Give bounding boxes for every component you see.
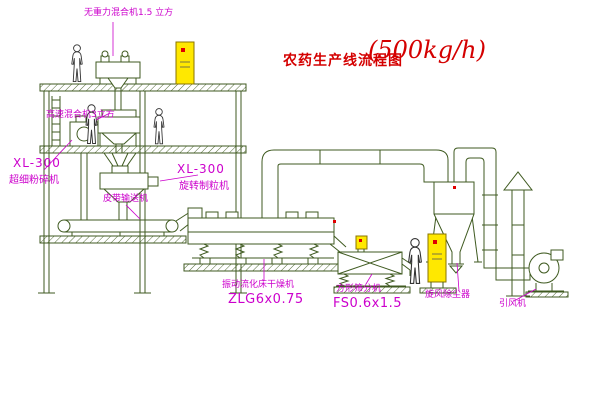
- label-gravity-mixer: 无重力混合机1.5 立方: [84, 8, 174, 18]
- label-dryer-name: 振动流化床干燥机: [222, 280, 295, 290]
- label-dryer-model: ZLG6x0.75: [228, 292, 304, 307]
- label-pulverizer-model: XL-300: [13, 156, 61, 170]
- label-fan-name: 引风机: [499, 299, 527, 309]
- induced-draft-fan: [525, 249, 569, 298]
- label-sieve-model: FS0.6x1.5: [333, 296, 403, 311]
- exhaust-duct: [261, 149, 449, 219]
- building-structure: [38, 83, 247, 294]
- diagram-title-capacity: (500kg/h): [368, 36, 486, 64]
- fluid-bed-dryer-machine: [183, 207, 347, 272]
- label-sieve-name: 方形筛分机: [336, 284, 382, 294]
- worker-figure: [153, 108, 165, 145]
- worker-figure: [408, 237, 422, 285]
- high-speed-mixer-machine: [97, 109, 141, 153]
- label-high-speed-mixer: 高速混合机3立方: [46, 110, 115, 120]
- control-box-sieve: [355, 235, 368, 252]
- gravity-mixer-machine: [95, 50, 141, 110]
- label-granulator-model: XL-300: [177, 162, 225, 176]
- red-markers: [333, 186, 456, 223]
- diagram-title: 农药生产线流程图: [283, 53, 403, 69]
- y-chute: [103, 152, 137, 167]
- ground-hatch: [419, 287, 457, 294]
- cyclone-separator: [426, 181, 482, 274]
- exhaust-stack: [502, 171, 534, 297]
- worker-figure: [71, 44, 83, 83]
- label-cyclone-name: 旋风除尘器: [425, 290, 471, 300]
- label-pulverizer-name: 超细粉碎机: [9, 175, 59, 186]
- granulator-machine: [99, 165, 159, 220]
- leader-lines: [43, 22, 537, 302]
- control-cabinet-roof: [175, 41, 195, 85]
- label-belt-conveyor: 皮带输送机: [103, 194, 149, 204]
- ladder: [51, 96, 61, 146]
- control-cabinet-ground: [427, 233, 447, 288]
- square-sieve-machine: [333, 251, 415, 294]
- label-granulator-name: 旋转制粒机: [179, 181, 229, 192]
- belt-conveyor-machine: [57, 211, 195, 236]
